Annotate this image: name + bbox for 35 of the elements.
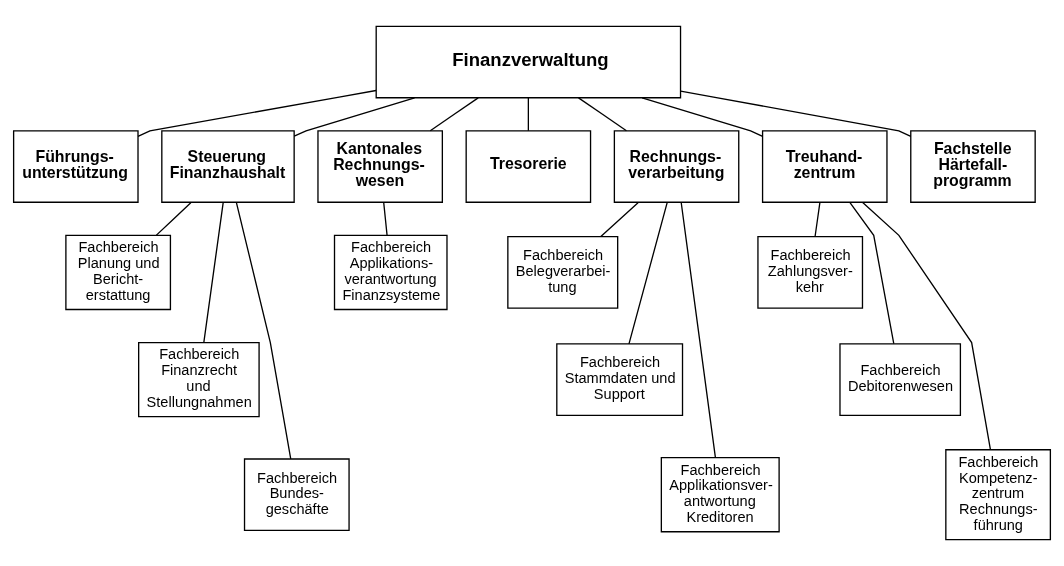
connector	[155, 202, 192, 236]
node-box: Steuerung Finanzhaushalt	[161, 130, 295, 203]
connector	[577, 97, 628, 132]
connector	[641, 97, 764, 137]
node-box: Kantonales Rechnungs- wesen	[317, 130, 443, 203]
node-box: Fachbereich Belegverarbei- tung	[507, 236, 619, 309]
node-box: Rechnungs- verarbeitung	[613, 130, 740, 203]
connector	[429, 97, 479, 132]
connector	[527, 97, 529, 132]
connector	[680, 90, 912, 137]
node-box: Fachbereich Kompetenz- zentrum Rechnungs- führung	[945, 449, 1052, 541]
connector	[680, 202, 717, 458]
node-box: Führungs- unterstützung	[12, 130, 139, 203]
node-box: Fachbereich Applikationsver- antwortung Kreditoren	[660, 457, 780, 533]
connector	[862, 201, 992, 451]
connector	[600, 202, 639, 238]
node-box: Treuhand- zentrum	[761, 130, 888, 203]
connector	[235, 201, 292, 460]
connector	[137, 89, 377, 137]
connector	[628, 201, 668, 345]
connector	[383, 202, 388, 236]
connector	[203, 201, 224, 344]
node-box: Fachbereich Debitorenwesen	[839, 343, 962, 416]
node-box: Fachbereich Zahlungsver- kehr	[757, 236, 864, 309]
node-box: Fachbereich Applikations- verantwortung Finanzsysteme	[333, 234, 448, 311]
node-box: Tresorerie	[465, 130, 592, 203]
node-box: Fachbereich Planung und Bericht- erstattung	[65, 234, 172, 311]
connector	[814, 202, 821, 238]
node-box: Fachbereich Finanzrecht und Stellungnahmen	[138, 341, 260, 418]
node-box: Fachbereich Stammdaten und Support	[556, 343, 684, 416]
node-box: Finanzverwaltung	[375, 25, 682, 99]
connector	[293, 97, 416, 137]
node-box: Fachbereich Bundes- geschäfte	[243, 458, 350, 532]
node-box: Fachstelle Härtefall- programm	[910, 130, 1036, 203]
connector	[849, 201, 895, 345]
